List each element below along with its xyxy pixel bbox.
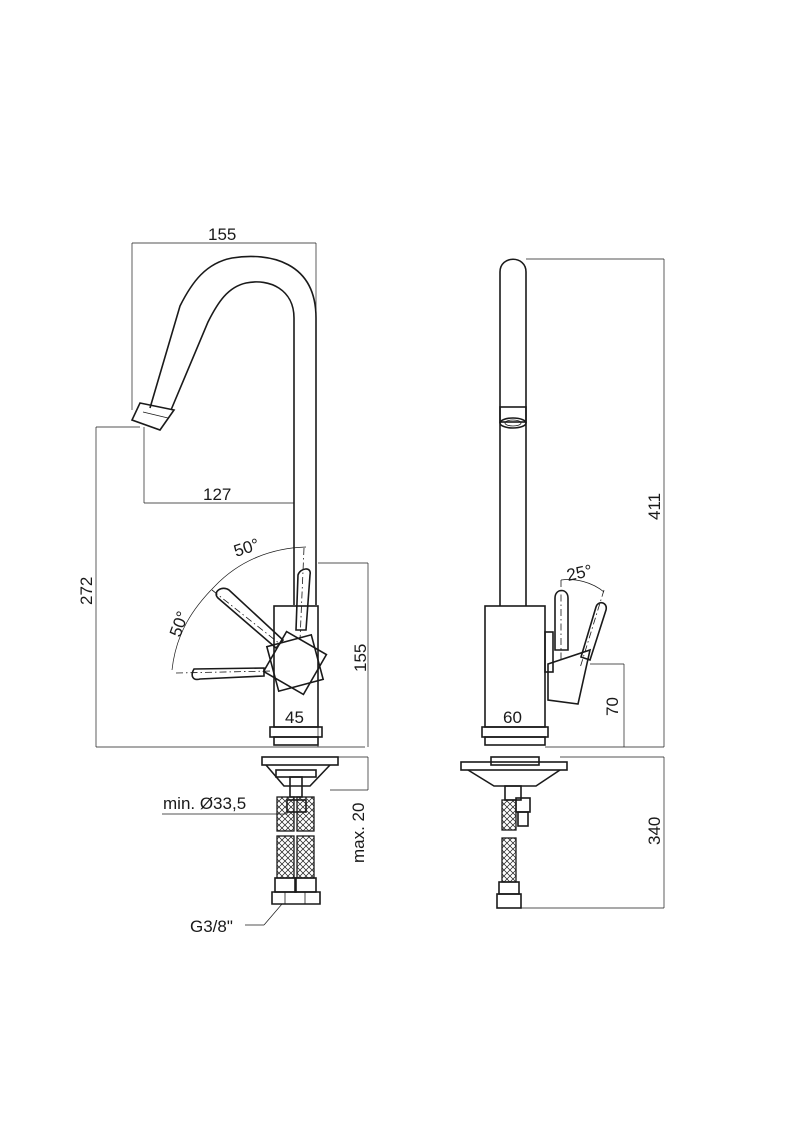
left-reach-label: 127 [203, 485, 231, 504]
left-angle-lower-label: 50° [166, 609, 193, 640]
left-hole-label: min. Ø33,5 [163, 794, 246, 813]
left-width-label: 155 [208, 225, 236, 244]
left-view: 155 127 272 155 45 50° 50° min. Ø33,5 ma… [77, 225, 370, 936]
right-angle-label: 25° [565, 561, 594, 585]
right-height-label: 411 [645, 493, 664, 520]
left-thread-label: G3/8" [190, 917, 233, 936]
left-body-width-label: 45 [285, 708, 304, 727]
right-spout [499, 258, 527, 606]
right-body-width-label: 60 [503, 708, 522, 727]
left-body-height-label: 155 [351, 644, 370, 672]
right-hose-length-label: 340 [645, 817, 664, 845]
right-lever-height-label: 70 [603, 697, 622, 716]
left-thickness-label: max. 20 [349, 803, 368, 863]
right-view: 411 25° 60 70 340 [460, 258, 665, 909]
left-spout [149, 255, 317, 605]
right-lever [547, 648, 592, 705]
left-spout-tip [130, 402, 176, 431]
left-height-label: 272 [77, 577, 96, 605]
left-lever [215, 587, 285, 650]
